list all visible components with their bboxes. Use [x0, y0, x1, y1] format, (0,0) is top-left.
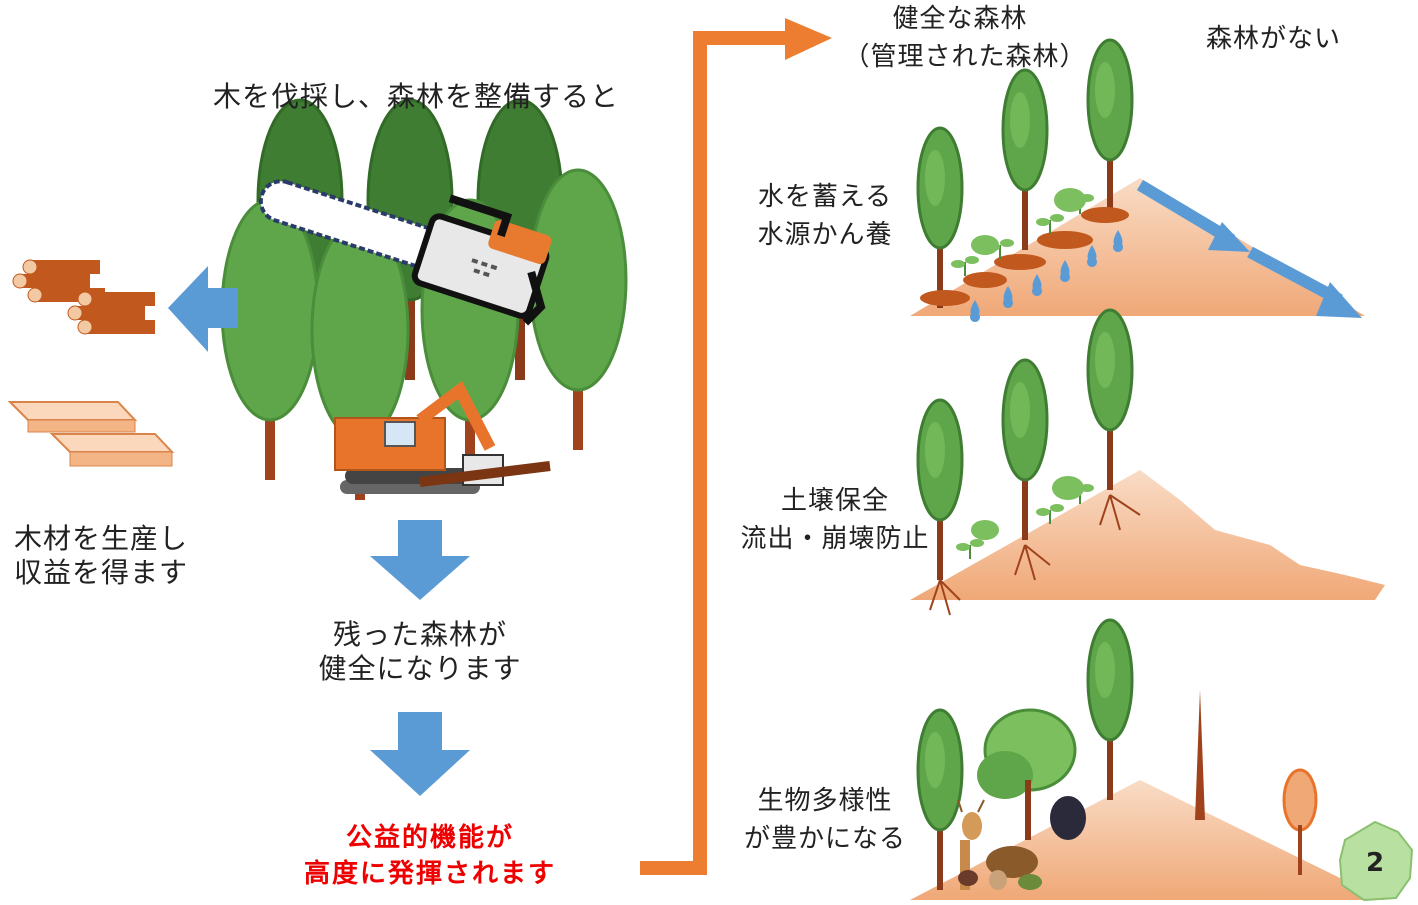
chainsaw-icon: [258, 179, 552, 326]
down-arrow-icon-2: [370, 712, 470, 796]
intro-text: 木を伐採し、森林を整備すると: [213, 80, 620, 113]
public-function-line2: 高度に発揮されます: [303, 859, 556, 889]
timber-text-line1: 木材を生産し: [14, 522, 189, 555]
excavator-icon: [334, 380, 551, 494]
bear-icon: [1050, 796, 1086, 840]
timber-text-line2: 収益を得ます: [14, 556, 189, 589]
page-badge: [1338, 820, 1414, 902]
managed-forest-subtitle: （管理された森林）: [843, 42, 1087, 72]
left-arrow-icon: [168, 266, 238, 352]
down-arrow-icon-1: [370, 520, 470, 600]
orange-connector-arrow: [640, 31, 790, 875]
rabbit-icon: [989, 870, 1007, 890]
water-panel: [910, 38, 1365, 322]
pheasant-icon: [958, 870, 978, 886]
water-text-line1: 水を蓄える: [757, 182, 893, 212]
page-number: 2: [1366, 848, 1385, 878]
logs-icon: [12, 259, 155, 335]
no-forest-title: 森林がない: [1206, 24, 1342, 54]
healthy-text-line1: 残った森林が: [332, 618, 507, 651]
biodiversity-text-line2: が豊かになる: [743, 824, 906, 854]
soil-text-line1: 土壌保全: [780, 486, 889, 516]
healthy-text-line2: 健全になります: [318, 652, 522, 685]
boards-icon: [7, 401, 175, 467]
healthy-forest-title: 健全な森林: [892, 4, 1028, 34]
biodiversity-text-line1: 生物多様性: [757, 786, 893, 816]
soil-panel: [910, 308, 1385, 616]
public-function-line1: 公益的機能が: [345, 823, 514, 853]
soil-text-line2: 流出・崩壊防止: [740, 524, 930, 554]
biodiversity-panel: [910, 618, 1385, 900]
deer-icon: [957, 799, 985, 890]
water-text-line2: 水源かん養: [757, 220, 893, 250]
boar-icon: [986, 846, 1038, 878]
duck-icon: [1018, 874, 1042, 890]
